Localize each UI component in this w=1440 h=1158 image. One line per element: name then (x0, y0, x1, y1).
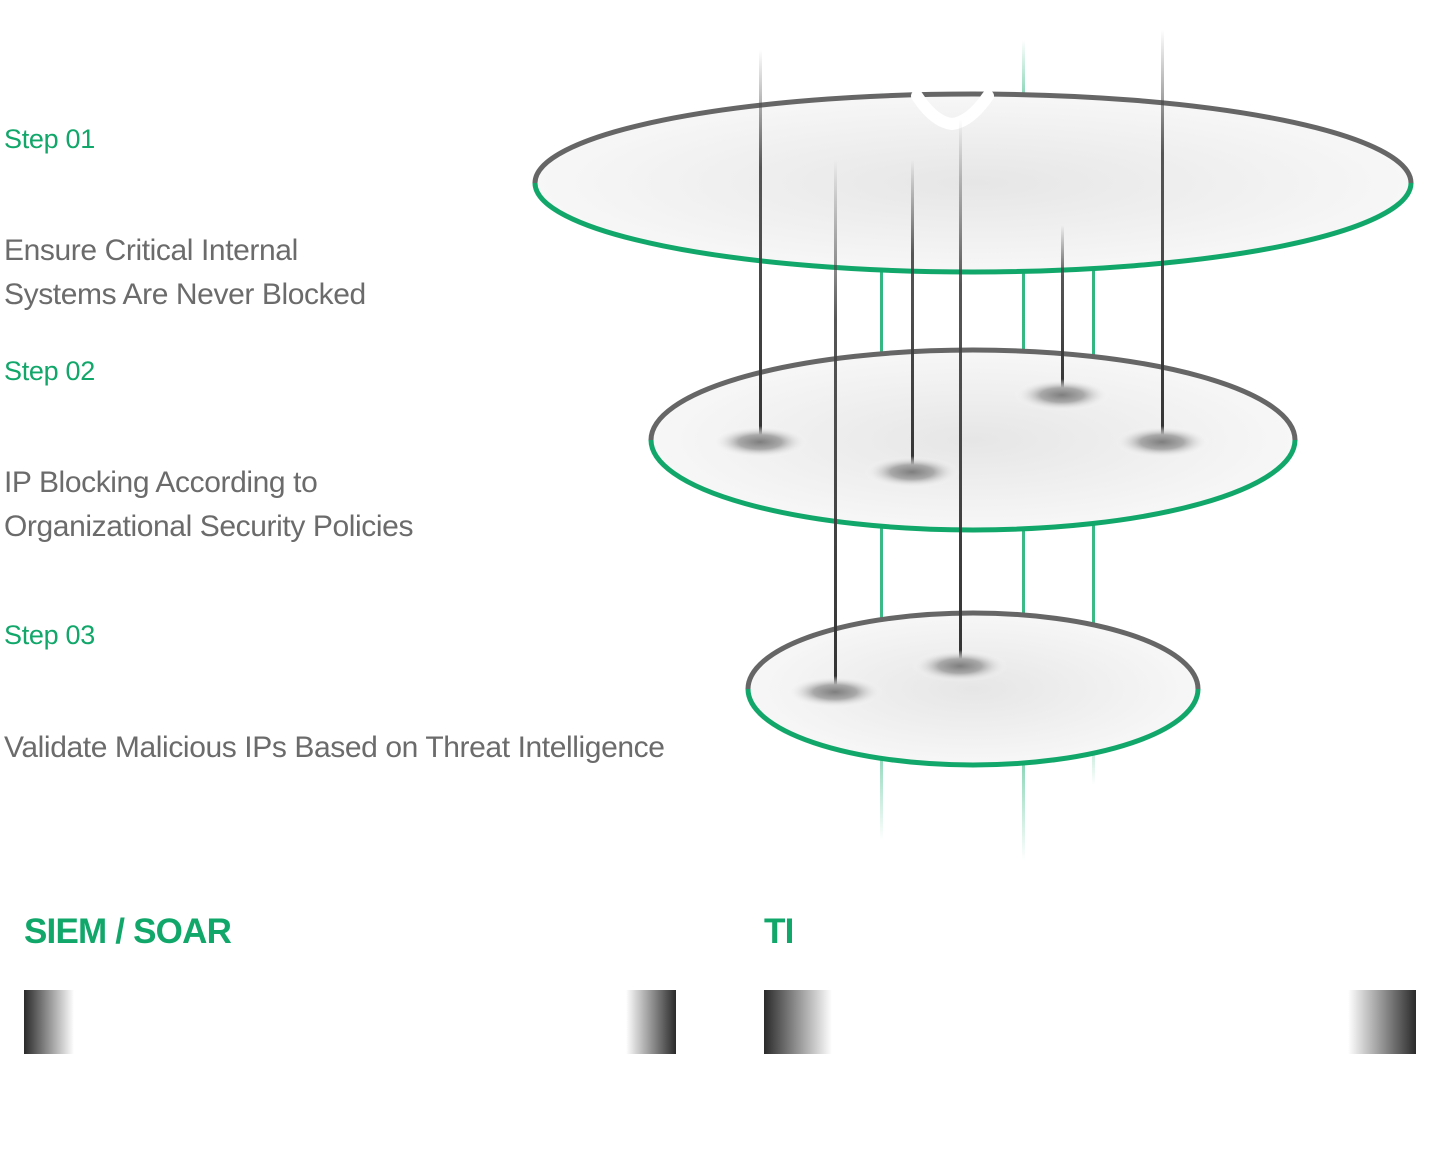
disc-middle-fill (651, 350, 1295, 530)
carousel-fade-right (626, 990, 676, 1054)
step-01-description-line-2: Systems Are Never Blocked (4, 278, 366, 311)
step-02-description-line-2: Organizational Security Policies (4, 510, 414, 543)
disc-top-front-rim (532, 182, 1414, 275)
siem-soar-logo-carousel[interactable] (24, 990, 676, 1054)
blocked-node (1014, 379, 1110, 411)
disc-bottom-back-rim (745, 610, 1201, 690)
step-03-description-line-1: Validate Malicious IPs Based on Threat I… (4, 731, 665, 764)
blocked-beam-4 (1061, 225, 1064, 395)
disc-top-fill (535, 94, 1411, 272)
step-02-description: IP Blocking According to Organizational … (4, 461, 413, 549)
step-02-description-line-1: IP Blocking According to (4, 466, 318, 499)
siem-soar-title: SIEM / SOAR (24, 912, 232, 951)
step-02-label: Step 02 (4, 356, 95, 386)
shield-icon (911, 90, 994, 131)
carousel-fade-right (1348, 990, 1416, 1054)
blocked-node (864, 456, 960, 488)
disc-bottom-front-rim (745, 688, 1201, 768)
blocked-node (912, 650, 1008, 682)
step-01-description: Ensure Critical Internal Systems Are Nev… (4, 229, 366, 317)
blocked-node (787, 676, 883, 708)
step-03-label: Step 03 (4, 620, 95, 650)
disc-middle-back-rim (648, 347, 1298, 441)
blocked-beam-5 (834, 160, 837, 692)
disc-middle-front-rim (648, 439, 1298, 533)
blocked-node (1114, 426, 1210, 458)
ti-title: TI (764, 912, 794, 951)
blocked-beam-3 (911, 160, 914, 472)
step-01-description-line-1: Ensure Critical Internal (4, 234, 298, 267)
disc-bottom-fill (748, 613, 1198, 765)
blocked-beam-1 (759, 50, 762, 442)
ti-logo-carousel[interactable] (764, 990, 1416, 1054)
disc-top-back-rim (532, 91, 1414, 184)
carousel-fade-left (764, 990, 832, 1054)
carousel-fade-left (24, 990, 74, 1054)
blocked-node (712, 426, 808, 458)
layered-filter-diagram (532, 30, 1414, 860)
step-01-label: Step 01 (4, 124, 95, 154)
step-03-description: Validate Malicious IPs Based on Threat I… (4, 726, 665, 770)
blocked-beam-6 (959, 120, 962, 666)
blocked-beam-2 (1161, 30, 1164, 442)
